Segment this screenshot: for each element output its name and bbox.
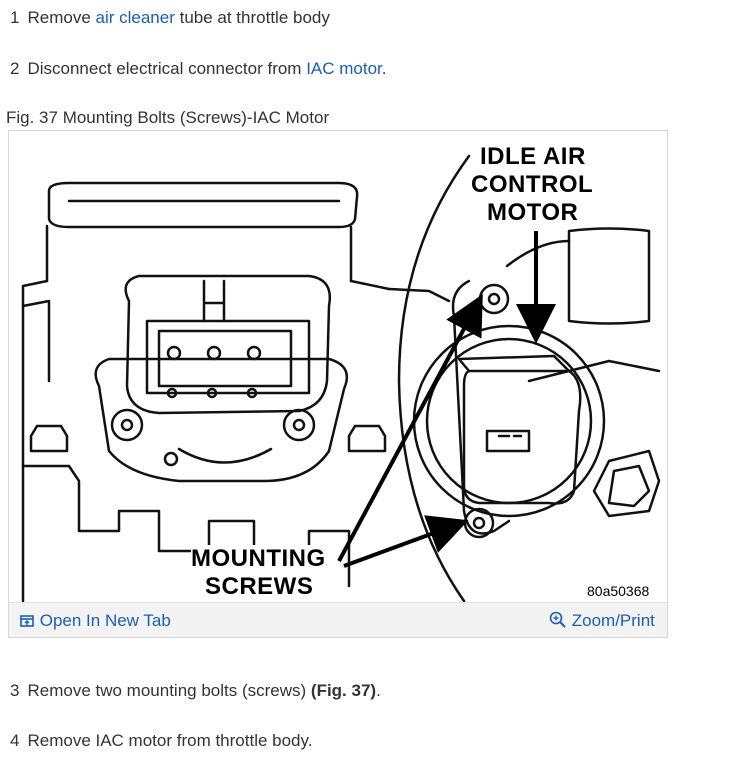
figure-caption: Fig. 37 Mounting Bolts (Screws)-IAC Moto… bbox=[6, 108, 330, 127]
step-text: tube at throttle body bbox=[174, 8, 330, 27]
open-new-tab-button[interactable]: Open In New Tab bbox=[19, 611, 171, 631]
step-text: Remove bbox=[27, 8, 96, 27]
step-text: Disconnect electrical connector from bbox=[27, 59, 307, 78]
figure-toolbar: Open In New Tab Zoom/Print bbox=[9, 602, 667, 637]
air-cleaner-link[interactable]: air cleaner bbox=[95, 8, 175, 27]
step-1: 1 Remove air cleaner tube at throttle bod… bbox=[10, 8, 330, 28]
callout-arrows bbox=[337, 231, 556, 568]
step-text: . bbox=[381, 59, 387, 78]
open-new-tab-label: Open In New Tab bbox=[39, 611, 171, 630]
figure-reference: (Fig. 37) bbox=[310, 681, 377, 700]
zoom-print-label: Zoom/Print bbox=[571, 611, 655, 630]
step-2: 2 Disconnect electrical connector from IA… bbox=[10, 59, 387, 79]
step-3: 3 Remove two mounting bolts (screws) (Fig… bbox=[10, 681, 381, 701]
iac-motor-link[interactable]: IAC motor bbox=[306, 59, 382, 78]
label-idle-air: IDLE AIR bbox=[480, 143, 586, 170]
step-number: 3 bbox=[10, 681, 20, 700]
label-screws: SCREWS bbox=[205, 573, 314, 601]
figure-container: IDLE AIR CONTROL MOTOR MOUNTING SCREWS 8… bbox=[8, 130, 668, 638]
label-motor: MOTOR bbox=[487, 199, 579, 226]
step-number: 2 bbox=[10, 59, 20, 78]
step-text: . bbox=[376, 681, 381, 700]
iac-motor-diagram bbox=[21, 154, 661, 603]
label-mounting: MOUNTING bbox=[191, 545, 326, 573]
step-4: 4 Remove IAC motor from throttle body. bbox=[10, 731, 312, 751]
figure-code: 80a50368 bbox=[587, 583, 650, 599]
open-new-tab-icon bbox=[20, 615, 34, 627]
label-control: CONTROL bbox=[471, 171, 594, 198]
zoom-in-icon bbox=[549, 611, 566, 628]
step-text: Remove two mounting bolts (screws) bbox=[27, 681, 311, 700]
step-text: Remove IAC motor from throttle body. bbox=[27, 731, 313, 750]
step-number: 4 bbox=[10, 731, 20, 750]
zoom-print-button[interactable]: Zoom/Print bbox=[549, 611, 655, 631]
step-number: 1 bbox=[10, 8, 20, 27]
